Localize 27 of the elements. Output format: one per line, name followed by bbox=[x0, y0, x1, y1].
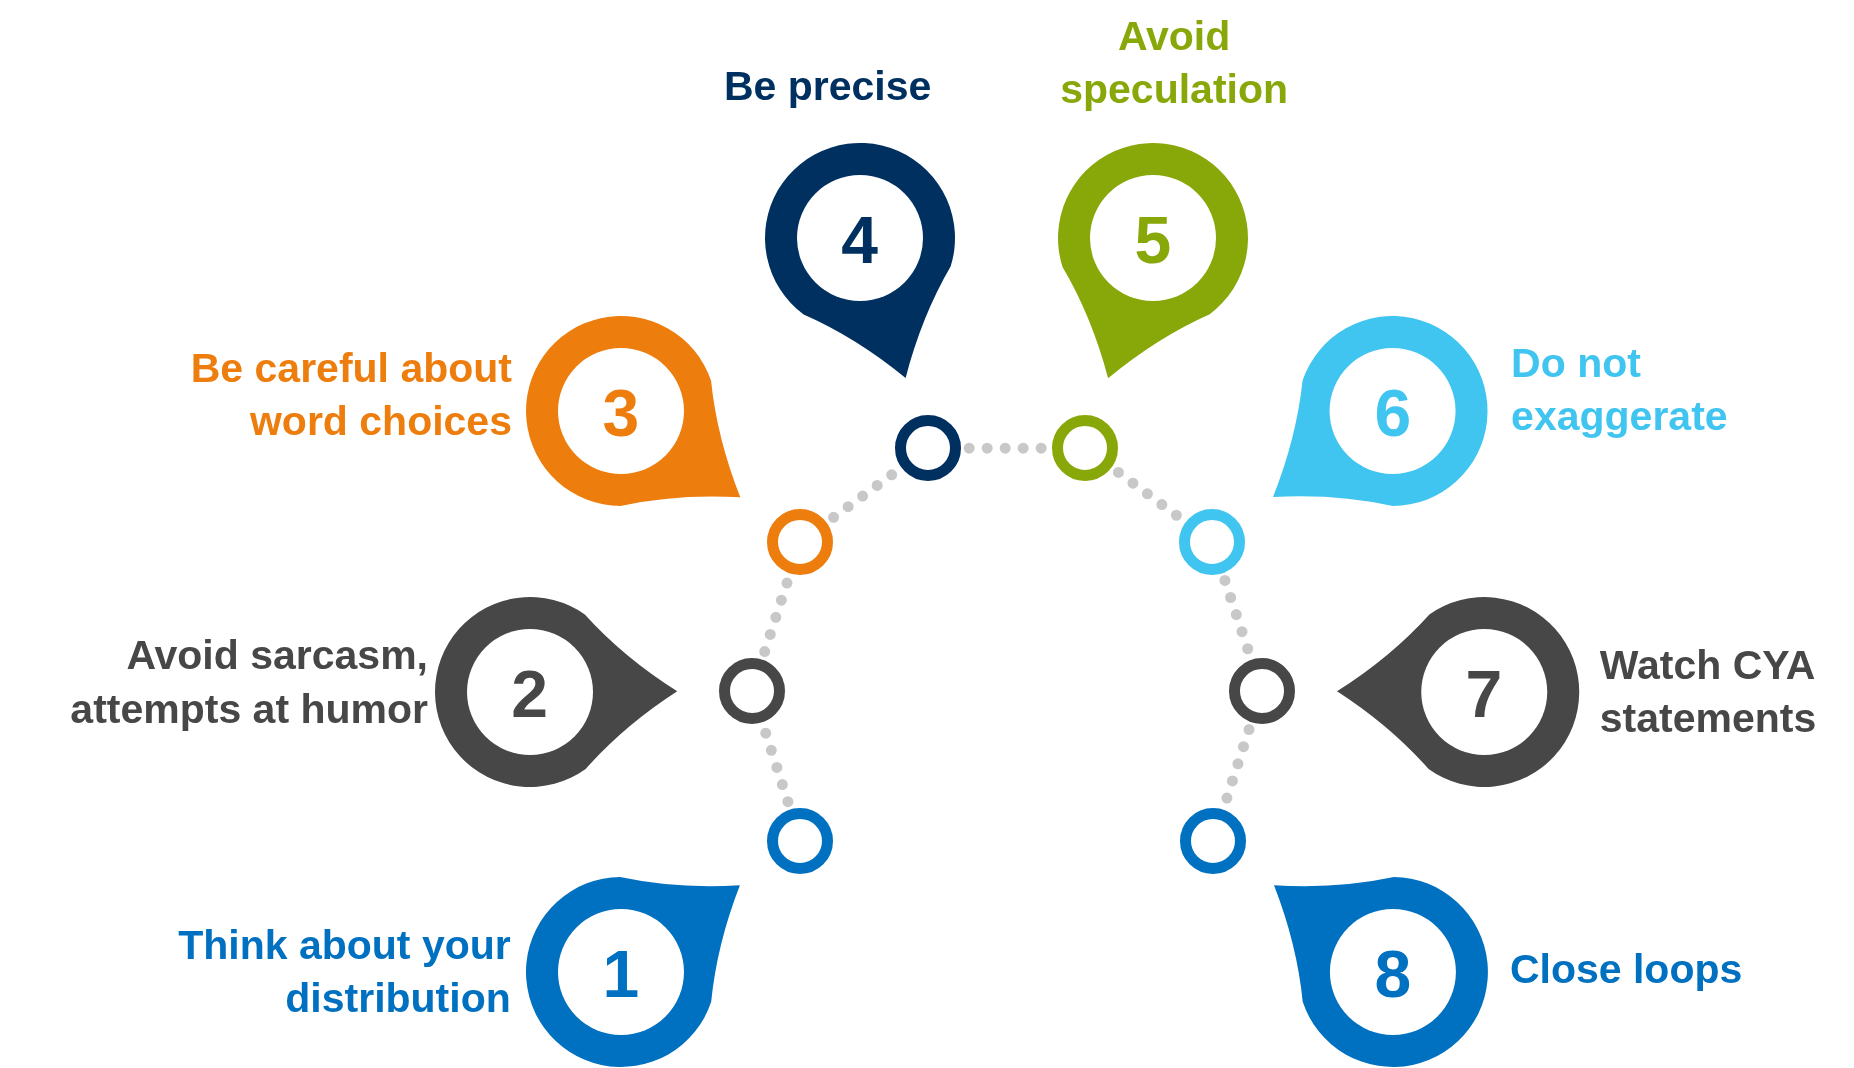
step-number: 1 bbox=[602, 940, 640, 1007]
step-number: 8 bbox=[1374, 940, 1412, 1007]
map-pin bbox=[1336, 596, 1579, 787]
step-label: Close loops bbox=[1509, 944, 1744, 994]
map-pin bbox=[1273, 876, 1488, 1067]
step-label: Be careful about word choices bbox=[189, 343, 512, 446]
map-pin bbox=[525, 876, 740, 1067]
map-pin bbox=[525, 316, 741, 507]
step-number: 5 bbox=[1134, 206, 1172, 273]
step-label: Think about your distribution bbox=[177, 920, 511, 1023]
dotted-connector bbox=[963, 442, 1050, 454]
step-number: 4 bbox=[841, 206, 878, 273]
map-pin bbox=[764, 142, 955, 378]
map-pin bbox=[1057, 142, 1248, 378]
step-number: 3 bbox=[602, 380, 640, 447]
map-pin bbox=[434, 596, 677, 787]
step-label: Be precise bbox=[722, 62, 933, 112]
step-label: Avoid sarcasm, attempts at humor bbox=[69, 630, 428, 734]
step-number: 6 bbox=[1374, 380, 1412, 447]
dotted-connector bbox=[759, 575, 794, 658]
dotted-connector bbox=[1112, 467, 1185, 523]
step-label: Do not exaggerate bbox=[1511, 338, 1729, 442]
step-number: 2 bbox=[511, 660, 549, 727]
step-label: Avoid speculation bbox=[1059, 11, 1290, 114]
map-pin bbox=[1273, 316, 1488, 507]
step-number: 7 bbox=[1465, 660, 1503, 727]
step-label: Watch CYA statements bbox=[1599, 640, 1818, 743]
